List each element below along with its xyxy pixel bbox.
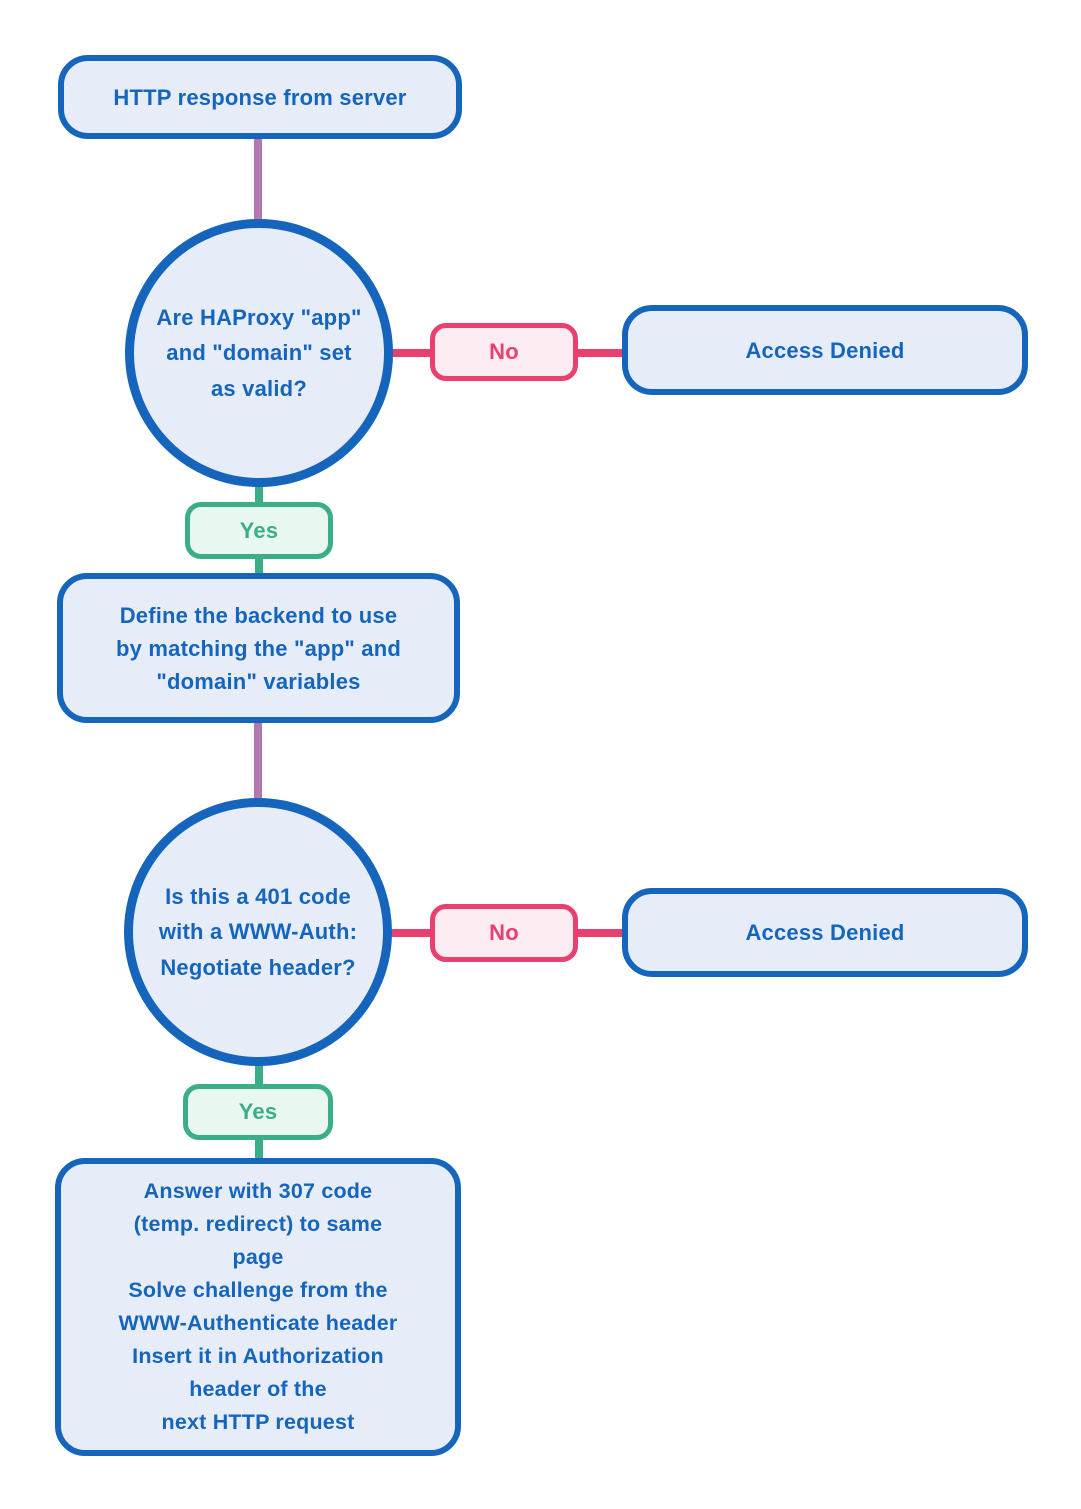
- connector-decision2-to-yes2: [255, 1050, 263, 1095]
- connector-decision2-to-no2: [375, 929, 440, 937]
- answer-307-node: Answer with 307 code (temp. redirect) to…: [55, 1158, 461, 1456]
- connector-decision1-to-yes1: [255, 468, 263, 513]
- access-denied-node-2: Access Denied: [622, 888, 1028, 977]
- no-label-2: No: [430, 904, 578, 962]
- no-label-1: No: [430, 323, 578, 381]
- connector-no1-to-denied1: [568, 349, 632, 357]
- connector-decision1-to-no1: [378, 349, 440, 357]
- decision-401-node: Is this a 401 code with a WWW-Auth: Nego…: [124, 798, 392, 1066]
- start-node: HTTP response from server: [58, 55, 462, 139]
- define-backend-node: Define the backend to use by matching th…: [57, 573, 460, 723]
- connector-yes2-to-answer: [255, 1130, 263, 1168]
- connector-start-to-decision1: [254, 130, 262, 230]
- yes-label-2: Yes: [183, 1084, 333, 1140]
- yes-label-1: Yes: [185, 502, 333, 559]
- decision-app-domain-node: Are HAProxy "app" and "domain" set as va…: [125, 219, 393, 487]
- connector-define-to-decision2: [254, 714, 262, 809]
- access-denied-node-1: Access Denied: [622, 305, 1028, 395]
- connector-yes1-to-define: [255, 548, 263, 586]
- connector-no2-to-denied2: [568, 929, 632, 937]
